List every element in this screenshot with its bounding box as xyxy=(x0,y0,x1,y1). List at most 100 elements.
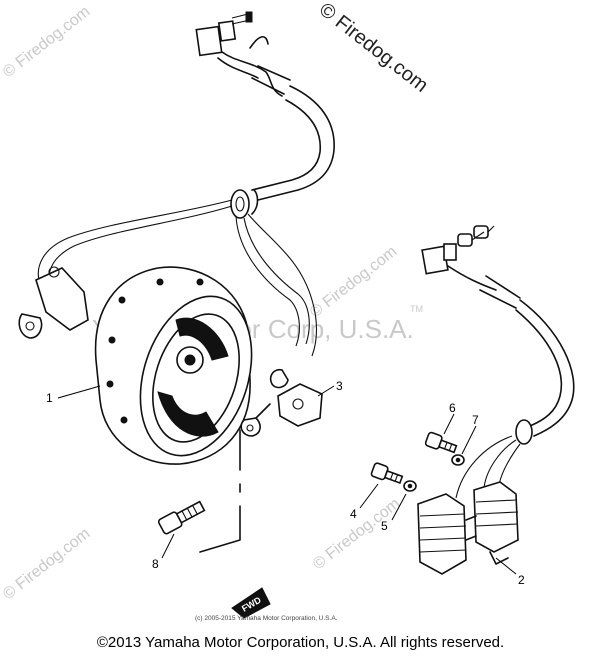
bullet-tip xyxy=(245,11,253,23)
footer-copyright: ©2013 Yamaha Motor Corporation, U.S.A. A… xyxy=(96,634,505,651)
leader-part-7 xyxy=(461,425,477,455)
leader-part-8 xyxy=(161,533,175,559)
right-bullet-wire xyxy=(471,225,495,241)
rotor-vent-hole xyxy=(120,416,128,424)
right-wire-tube-outer xyxy=(519,299,575,437)
rotor-vent-hole xyxy=(106,380,114,388)
label-part-3: 3 xyxy=(336,379,343,393)
rotor-vent-hole xyxy=(196,278,204,286)
left-coil-eyelet-hole xyxy=(25,321,35,331)
coil-left-body xyxy=(417,493,467,575)
leader-part-3 xyxy=(317,385,335,397)
left-coil-body xyxy=(35,267,89,331)
coil-left-windings xyxy=(419,513,467,553)
washer-7-hole xyxy=(455,457,461,463)
leader-part-1 xyxy=(57,385,101,399)
right-coil-wire xyxy=(455,435,513,499)
pickup-coil-eyelet xyxy=(240,417,261,437)
rotor-hub-bore xyxy=(184,354,196,366)
washer-5 xyxy=(403,480,417,492)
rotor-inner-rim xyxy=(152,313,240,443)
alignment-line xyxy=(199,429,241,553)
label-part-2: 2 xyxy=(518,573,525,587)
watermark-tile: © Firedog.com xyxy=(0,3,93,81)
pickup-coil-clip xyxy=(269,368,289,389)
watermark-tile: © Firedog.com xyxy=(307,243,400,321)
wire-to-pickup xyxy=(243,217,310,345)
label-part-1: 1 xyxy=(46,391,53,405)
washer-5-hole xyxy=(407,483,413,489)
wire-to-pickup xyxy=(247,213,318,357)
diagram-canvas: © Firedog.com © Firedog.com © Firedog.co… xyxy=(0,0,575,622)
wire-bundle-top xyxy=(221,51,283,97)
grommet-hole xyxy=(235,196,245,212)
source-coil-assembly xyxy=(417,481,519,575)
washer-7 xyxy=(451,454,465,466)
part-callouts: 1 2 3 4 5 6 7 8 xyxy=(46,379,525,587)
wire-tube-outer xyxy=(257,85,335,201)
bolt-4-shank xyxy=(383,469,404,485)
right-grommet xyxy=(515,419,533,445)
watermark-brand: © Firedog.com xyxy=(315,0,432,97)
watermark-tm: TM xyxy=(410,304,423,314)
label-part-4: 4 xyxy=(350,507,357,521)
flywheel-rotor xyxy=(94,266,253,465)
grommet-clamp xyxy=(251,189,259,215)
coil-tab xyxy=(489,551,509,565)
rotor-magnet xyxy=(175,317,229,361)
bolt-6-shank xyxy=(437,439,458,454)
leader-part-6 xyxy=(443,413,455,435)
bolt-4 xyxy=(370,462,404,485)
coil-right-body xyxy=(473,481,519,553)
wire-to-pickup xyxy=(235,215,300,347)
right-bullet-connector xyxy=(473,225,489,239)
bolt-8 xyxy=(157,500,206,535)
bolt-8-thread xyxy=(181,505,198,521)
wire-sleeve xyxy=(251,65,291,95)
leader-part-4 xyxy=(359,483,379,509)
right-wire-harness xyxy=(421,225,575,499)
bolt-8-shank xyxy=(175,500,206,524)
rotor-vent-hole xyxy=(118,296,126,304)
grommet xyxy=(230,189,250,219)
left-coil-screw xyxy=(48,266,60,278)
pickup-coil-body xyxy=(277,383,323,427)
pickup-coil-arm xyxy=(255,403,271,419)
label-part-8: 8 xyxy=(152,557,159,571)
right-connector-latch xyxy=(443,243,457,261)
right-coil-wire xyxy=(483,439,517,489)
label-part-7: 7 xyxy=(472,413,479,427)
bolt-6-thread xyxy=(444,442,453,451)
pickup-coil-screw xyxy=(292,398,304,410)
right-wire-tube-inner xyxy=(515,309,563,427)
right-wire-sleeve xyxy=(479,275,521,309)
wire-tube-inner xyxy=(251,99,322,191)
rotor-magnet xyxy=(157,391,219,437)
top-connector xyxy=(195,25,223,57)
wire-strand xyxy=(217,57,259,79)
left-wire-harness xyxy=(37,11,335,357)
leader-part-2 xyxy=(495,557,517,575)
right-bullet-connector xyxy=(457,233,473,247)
bolt-4-thread xyxy=(389,472,399,482)
coil-right-windings xyxy=(475,499,519,527)
pickup-coil xyxy=(240,368,323,437)
label-part-5: 5 xyxy=(381,519,388,533)
coil-bridge xyxy=(465,515,477,541)
fwd-tag-body xyxy=(231,587,271,619)
left-coil-bracket xyxy=(18,266,89,339)
watermark-tile: © Firedog.com xyxy=(0,525,93,603)
pickup-coil-eyelet-hole xyxy=(246,424,254,432)
fwd-tag: FWD xyxy=(231,587,271,619)
rotor-vent-hole xyxy=(156,278,164,286)
label-part-6: 6 xyxy=(449,401,456,415)
diagram-copyright: (c) 2005-2015 Yamaha Motor Corporation, … xyxy=(195,615,338,622)
leader-part-5 xyxy=(391,493,407,521)
wire-loop xyxy=(249,36,269,49)
wire-to-left-coil xyxy=(37,199,233,285)
left-coil-eyelet xyxy=(18,313,43,339)
right-wire-bundle xyxy=(447,265,497,291)
rotor-vent-hole xyxy=(108,336,116,344)
top-connector-latch xyxy=(217,20,237,42)
